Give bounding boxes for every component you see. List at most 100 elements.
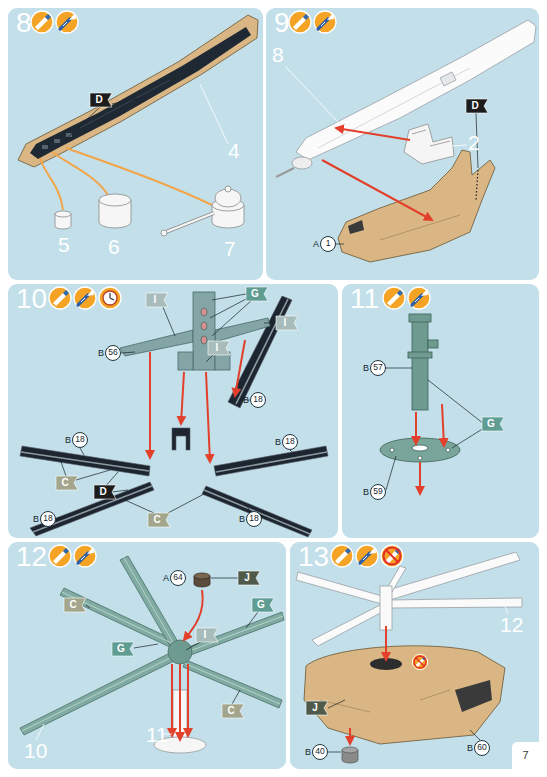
color-flag: C [56,476,78,490]
page-number: 7 [512,742,539,769]
flag-shape [276,316,298,330]
color-flag: C [148,513,170,527]
part-number: 57 [371,361,385,374]
sprue-letter: A [163,572,169,584]
color-flag: J [238,571,260,585]
part-label: 10 [24,740,47,762]
part-label: 6 [108,236,120,258]
sprue-letter: A [313,238,319,250]
part-callout: B56 [105,345,121,361]
step-number: 8 [16,8,32,38]
part-label: 8 [272,44,284,66]
color-code: C [56,476,74,490]
part-callout: A1 [320,236,336,252]
part-label: 2 [468,132,480,154]
flag-shape [208,341,230,355]
part-number: 56 [106,346,120,359]
step-number: 9 [274,8,290,38]
flag-shape [196,628,218,642]
part-label: 5 [58,234,70,256]
sprue-letter: B [363,362,369,374]
flag-shape [64,598,86,612]
color-flag: G [246,287,268,301]
sprue-letter: B [305,746,311,758]
part-number: 1 [321,237,335,250]
part-number: 18 [73,433,87,446]
color-flag: C [222,704,244,718]
sprue-letter: B [275,436,281,448]
color-code: I [208,341,226,355]
part-callout: B60 [474,740,490,756]
flag-shape [238,571,260,585]
color-code: D [94,485,112,499]
step-number: 13 [298,542,329,572]
flag-shape [222,704,244,718]
part-number: 64 [171,571,185,584]
part-callout: B18 [282,434,298,450]
color-code: J [238,571,256,585]
color-flag: D [466,99,488,113]
color-code: G [482,417,500,431]
part-callout: B18 [40,511,56,527]
flag-shape [208,341,230,355]
sprue-letter: B [239,513,245,525]
color-code: J [306,701,324,715]
part-number: 18 [247,512,261,525]
flag-shape [90,93,112,107]
step-panel: 10GIIIB56B18B18B18CDB18B18C [8,284,338,538]
color-flag: G [482,417,504,431]
part-callout: B18 [72,432,88,448]
flag-shape [246,287,268,301]
color-flag: I [146,293,168,307]
color-flag: J [306,701,328,715]
color-code: G [112,642,130,656]
step-panel: 13J B60 B40 [290,542,539,769]
part-label: 11 [146,724,168,746]
part-callout: B40 [312,744,328,760]
color-code: C [64,598,82,612]
color-flag: G [252,598,274,612]
step-panel: 11B57GB59 [342,284,539,538]
sprue-letter: B [363,486,369,498]
part-number: 59 [371,485,385,498]
color-code: D [90,93,108,107]
flag-shape [112,642,134,656]
flag-shape [466,99,488,113]
color-code: G [246,287,264,301]
flag-shape [482,417,504,431]
flag-shape [56,476,78,490]
flag-shape [148,513,170,527]
sprue-letter: B [65,434,71,446]
sprue-letter: B [98,347,104,359]
part-number: 40 [313,745,327,758]
part-callout: A64 [170,570,186,586]
step-number: 11 [350,284,379,314]
color-flag: C [64,598,86,612]
step-number: 10 [16,284,47,314]
color-flag: I [276,316,298,330]
color-flag: I [208,341,230,355]
color-code: D [466,99,484,113]
part-label: 12 [500,614,523,636]
color-code: I [196,628,214,642]
part-callout: B57 [370,360,386,376]
part-label: 4 [228,140,240,162]
part-callout: B18 [250,392,266,408]
color-flag: G [112,642,134,656]
flag-shape [306,701,328,715]
part-number: 18 [41,512,55,525]
part-label: 7 [224,238,236,260]
part-callout: B59 [370,484,386,500]
step-number: 12 [16,542,47,572]
step-panel: 9D A1 [266,8,539,280]
color-code: C [148,513,166,527]
part-number: 18 [283,435,297,448]
flag-shape [252,598,274,612]
color-flag: D [90,93,112,107]
flag-shape [94,485,116,499]
flag-shape [196,628,218,642]
sprue-letter: B [243,394,249,406]
color-code: C [222,704,240,718]
color-code: G [252,598,270,612]
